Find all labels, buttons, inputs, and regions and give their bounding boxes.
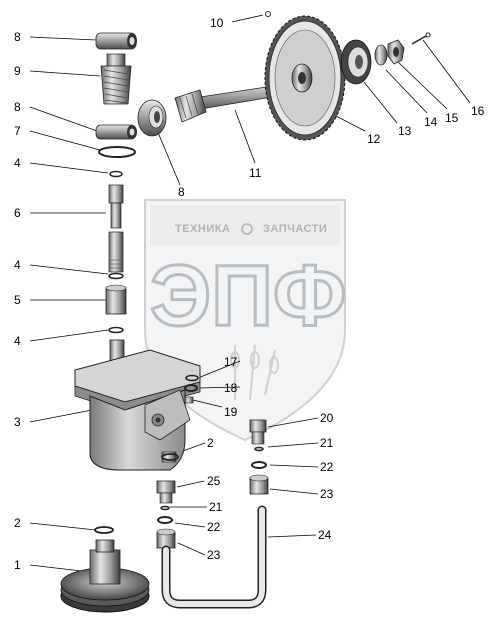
callout-24: 24 — [318, 528, 332, 542]
callout-18: 18 — [224, 381, 238, 395]
part-15-castle-nut — [387, 39, 405, 65]
watermark-wheat-icon — [230, 344, 279, 401]
part-7-retaining-ring — [98, 146, 136, 158]
part-25-fitting — [156, 480, 176, 504]
callout-10: 10 — [210, 16, 224, 30]
callout-22-right: 22 — [320, 460, 334, 474]
callout-6: 6 — [14, 206, 21, 220]
callout-4-middle: 4 — [14, 258, 21, 272]
part-18-washer — [184, 384, 198, 392]
callout-9: 9 — [14, 64, 21, 78]
callout-15: 15 — [445, 111, 459, 125]
callout-19: 19 — [224, 405, 238, 419]
callout-7: 7 — [14, 124, 21, 138]
callout-3: 3 — [14, 415, 21, 429]
callout-11: 11 — [249, 166, 262, 180]
part-12-spur-gear — [264, 15, 346, 141]
callout-23-left: 23 — [207, 548, 221, 562]
watermark-gear-icon — [241, 223, 253, 235]
callout-14: 14 — [424, 115, 438, 129]
callout-13: 13 — [398, 124, 412, 138]
part-24-tube-highlight — [163, 507, 265, 607]
watermark-text-left: ТЕХНИКА — [175, 223, 230, 235]
callout-labels: 8 9 8 7 4 6 4 5 4 3 2 1 8 10 11 12 13 14… — [14, 16, 485, 572]
part-10-pin — [265, 11, 271, 17]
part-4-washer-bottom — [108, 326, 124, 334]
part-19-plug — [184, 396, 194, 404]
part-4-washer-middle — [108, 272, 124, 280]
leader-lines — [29, 14, 471, 573]
part-9-pinion-gear — [100, 53, 132, 105]
part-23-nut-right — [249, 474, 269, 495]
callout-4-bottom: 4 — [14, 334, 21, 348]
callout-25: 25 — [207, 474, 221, 488]
callout-12: 12 — [367, 132, 381, 146]
callout-23-right: 23 — [320, 487, 334, 501]
part-20-fitting — [249, 419, 267, 445]
callout-16: 16 — [471, 104, 485, 118]
part-8-bearing-shaft — [137, 99, 167, 137]
watermark-big-text: ЭПФ — [150, 248, 346, 344]
part-8-bearing-top — [95, 32, 137, 50]
part-22-ring-left — [157, 516, 173, 524]
callout-4-top: 4 — [14, 156, 21, 170]
part-3-gearbox-housing — [74, 339, 201, 471]
callout-21-right: 21 — [320, 436, 334, 450]
callout-5: 5 — [14, 293, 21, 307]
part-14-washer — [374, 44, 388, 66]
part-6-splined-shaft — [108, 184, 124, 273]
part-17-washer — [185, 374, 199, 382]
callout-17: 17 — [224, 355, 238, 369]
callout-1: 1 — [14, 558, 21, 572]
part-8-bearing-middle — [95, 124, 137, 140]
part-22-ring-right — [251, 461, 267, 469]
part-1-pulley — [60, 539, 150, 613]
part-23-nut-left — [156, 528, 176, 549]
callout-8-middle: 8 — [14, 100, 21, 114]
part-4-washer-top — [109, 170, 123, 178]
callout-20: 20 — [320, 411, 334, 425]
part-2-ring-lower — [94, 526, 114, 534]
part-21-o-ring-left — [160, 505, 170, 511]
part-16-cotter-pin — [411, 32, 431, 45]
part-5-bushing — [105, 284, 127, 315]
part-21-o-ring-right — [254, 446, 264, 452]
callout-2-upper: 2 — [207, 436, 214, 450]
callout-2-lower: 2 — [14, 516, 21, 530]
part-2-ring-upper — [161, 453, 179, 461]
part-13-bearing — [340, 39, 372, 85]
callout-8-shaft: 8 — [178, 185, 185, 199]
callout-22-left: 22 — [207, 520, 221, 534]
callout-8-top: 8 — [14, 30, 21, 44]
watermark-text-right: ЗАПЧАСТИ — [263, 223, 327, 235]
callout-21-left: 21 — [209, 500, 223, 514]
